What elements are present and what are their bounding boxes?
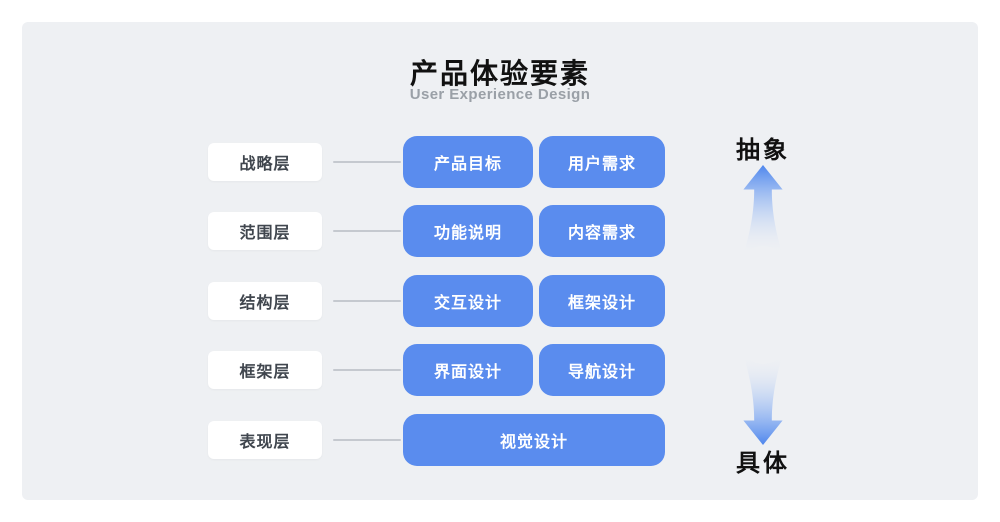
element-box: 框架设计 [539, 275, 665, 327]
layer-row-skeleton: 框架层 界面设计 导航设计 [0, 344, 1000, 396]
connector-line [333, 369, 401, 371]
element-box: 产品目标 [403, 136, 533, 188]
element-box: 交互设计 [403, 275, 533, 327]
down-arrow-icon [743, 354, 783, 445]
page-subtitle: User Experience Design [409, 86, 591, 103]
layer-row-scope: 范围层 功能说明 内容需求 [0, 205, 1000, 257]
layer-label: 范围层 [208, 212, 322, 250]
layer-row-strategy: 战略层 产品目标 用户需求 [0, 136, 1000, 188]
connector-line [333, 230, 401, 232]
element-box: 用户需求 [539, 136, 665, 188]
layer-label: 结构层 [208, 282, 322, 320]
element-box: 导航设计 [539, 344, 665, 396]
layer-row-surface: 表现层 视觉设计 [0, 414, 1000, 466]
concrete-label: 具体 [736, 450, 790, 477]
page-title: 产品体验要素 [409, 58, 590, 89]
connector-line [333, 161, 401, 163]
layer-label: 表现层 [208, 421, 322, 459]
connector-line [333, 300, 401, 302]
abstract-label: 抽象 [736, 137, 790, 164]
element-box: 视觉设计 [403, 414, 665, 466]
layer-row-structure: 结构层 交互设计 框架设计 [0, 275, 1000, 327]
element-box: 界面设计 [403, 344, 533, 396]
element-box: 内容需求 [539, 205, 665, 257]
element-box: 功能说明 [403, 205, 533, 257]
up-arrow-icon [743, 165, 783, 256]
layer-label: 框架层 [208, 351, 322, 389]
connector-line [333, 439, 401, 441]
layer-label: 战略层 [208, 143, 322, 181]
